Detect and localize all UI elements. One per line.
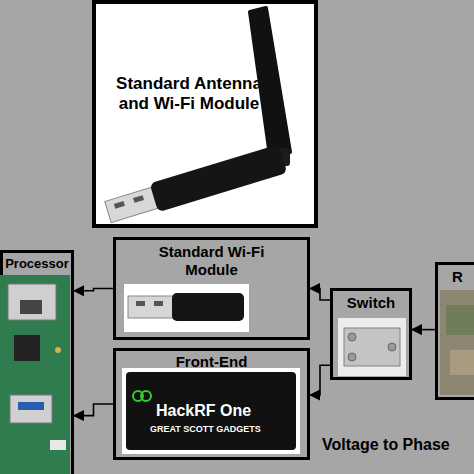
arrow-connector [310, 289, 330, 300]
arrow-connector [310, 365, 330, 395]
module-box: Standard Antenna and Wi-Fi Module [92, 0, 318, 228]
module-box: Standard Wi-Fi Module [113, 237, 310, 340]
node-title: Standard Wi-Fi Module [148, 243, 275, 279]
footer-text: Voltage to Phase [322, 436, 450, 454]
processor-box: Processor [0, 250, 74, 474]
node-title: Processor [3, 256, 71, 272]
device-maker: GREAT SCOTT GADGETS [150, 424, 261, 434]
arrow-connector [74, 289, 113, 291]
node-title: Switch [333, 294, 409, 312]
radio-box: R [435, 262, 474, 400]
device-brand: HackRF One [156, 402, 251, 420]
node-title: Front-End [116, 353, 307, 371]
node-title: R [438, 268, 474, 286]
arrow-connector [412, 329, 435, 331]
arrow-connector [74, 404, 113, 416]
node-title: Standard Antenna and Wi-Fi Module [110, 74, 268, 115]
switch-box: Switch [330, 288, 412, 380]
